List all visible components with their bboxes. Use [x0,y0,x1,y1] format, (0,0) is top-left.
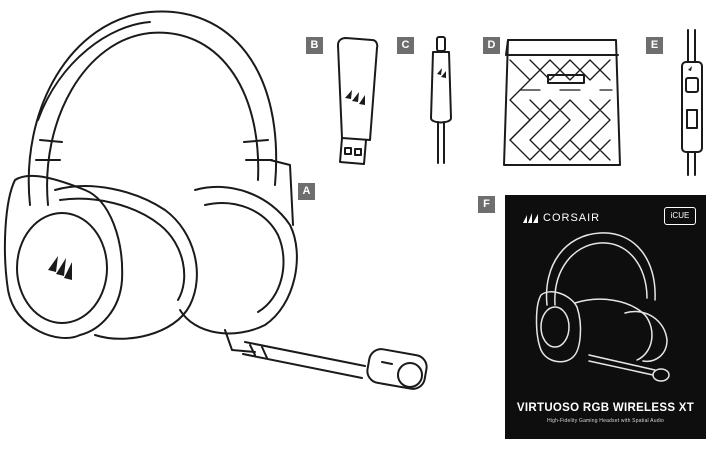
box-headset-image [535,232,670,382]
brand-name: CORSAIR [543,212,601,224]
label-a: A [298,183,315,200]
carry-pouch-illustration [503,39,621,166]
brand-logo: CORSAIR [523,212,600,224]
product-title: VIRTUOSO RGB WIRELESS XT [516,402,695,414]
label-c: C [397,37,414,54]
corsair-sails-logo-icon [523,213,538,224]
label-d: D [483,37,500,54]
usb-dongle-illustration [337,37,379,165]
label-e: E [646,37,663,54]
label-b: B [306,37,323,54]
label-f: F [478,196,495,213]
usb-c-cable-illustration [430,36,452,164]
headset-illustration [3,10,428,390]
icue-logo-icon: iCUE [664,207,696,225]
product-box: CORSAIR iCUE VIRTUOSO RGB WIRELESS XT Hi… [505,195,706,439]
inline-cable-illustration [681,29,703,176]
product-subtitle: High-Fidelity Gaming Headset with Spatia… [547,418,664,424]
